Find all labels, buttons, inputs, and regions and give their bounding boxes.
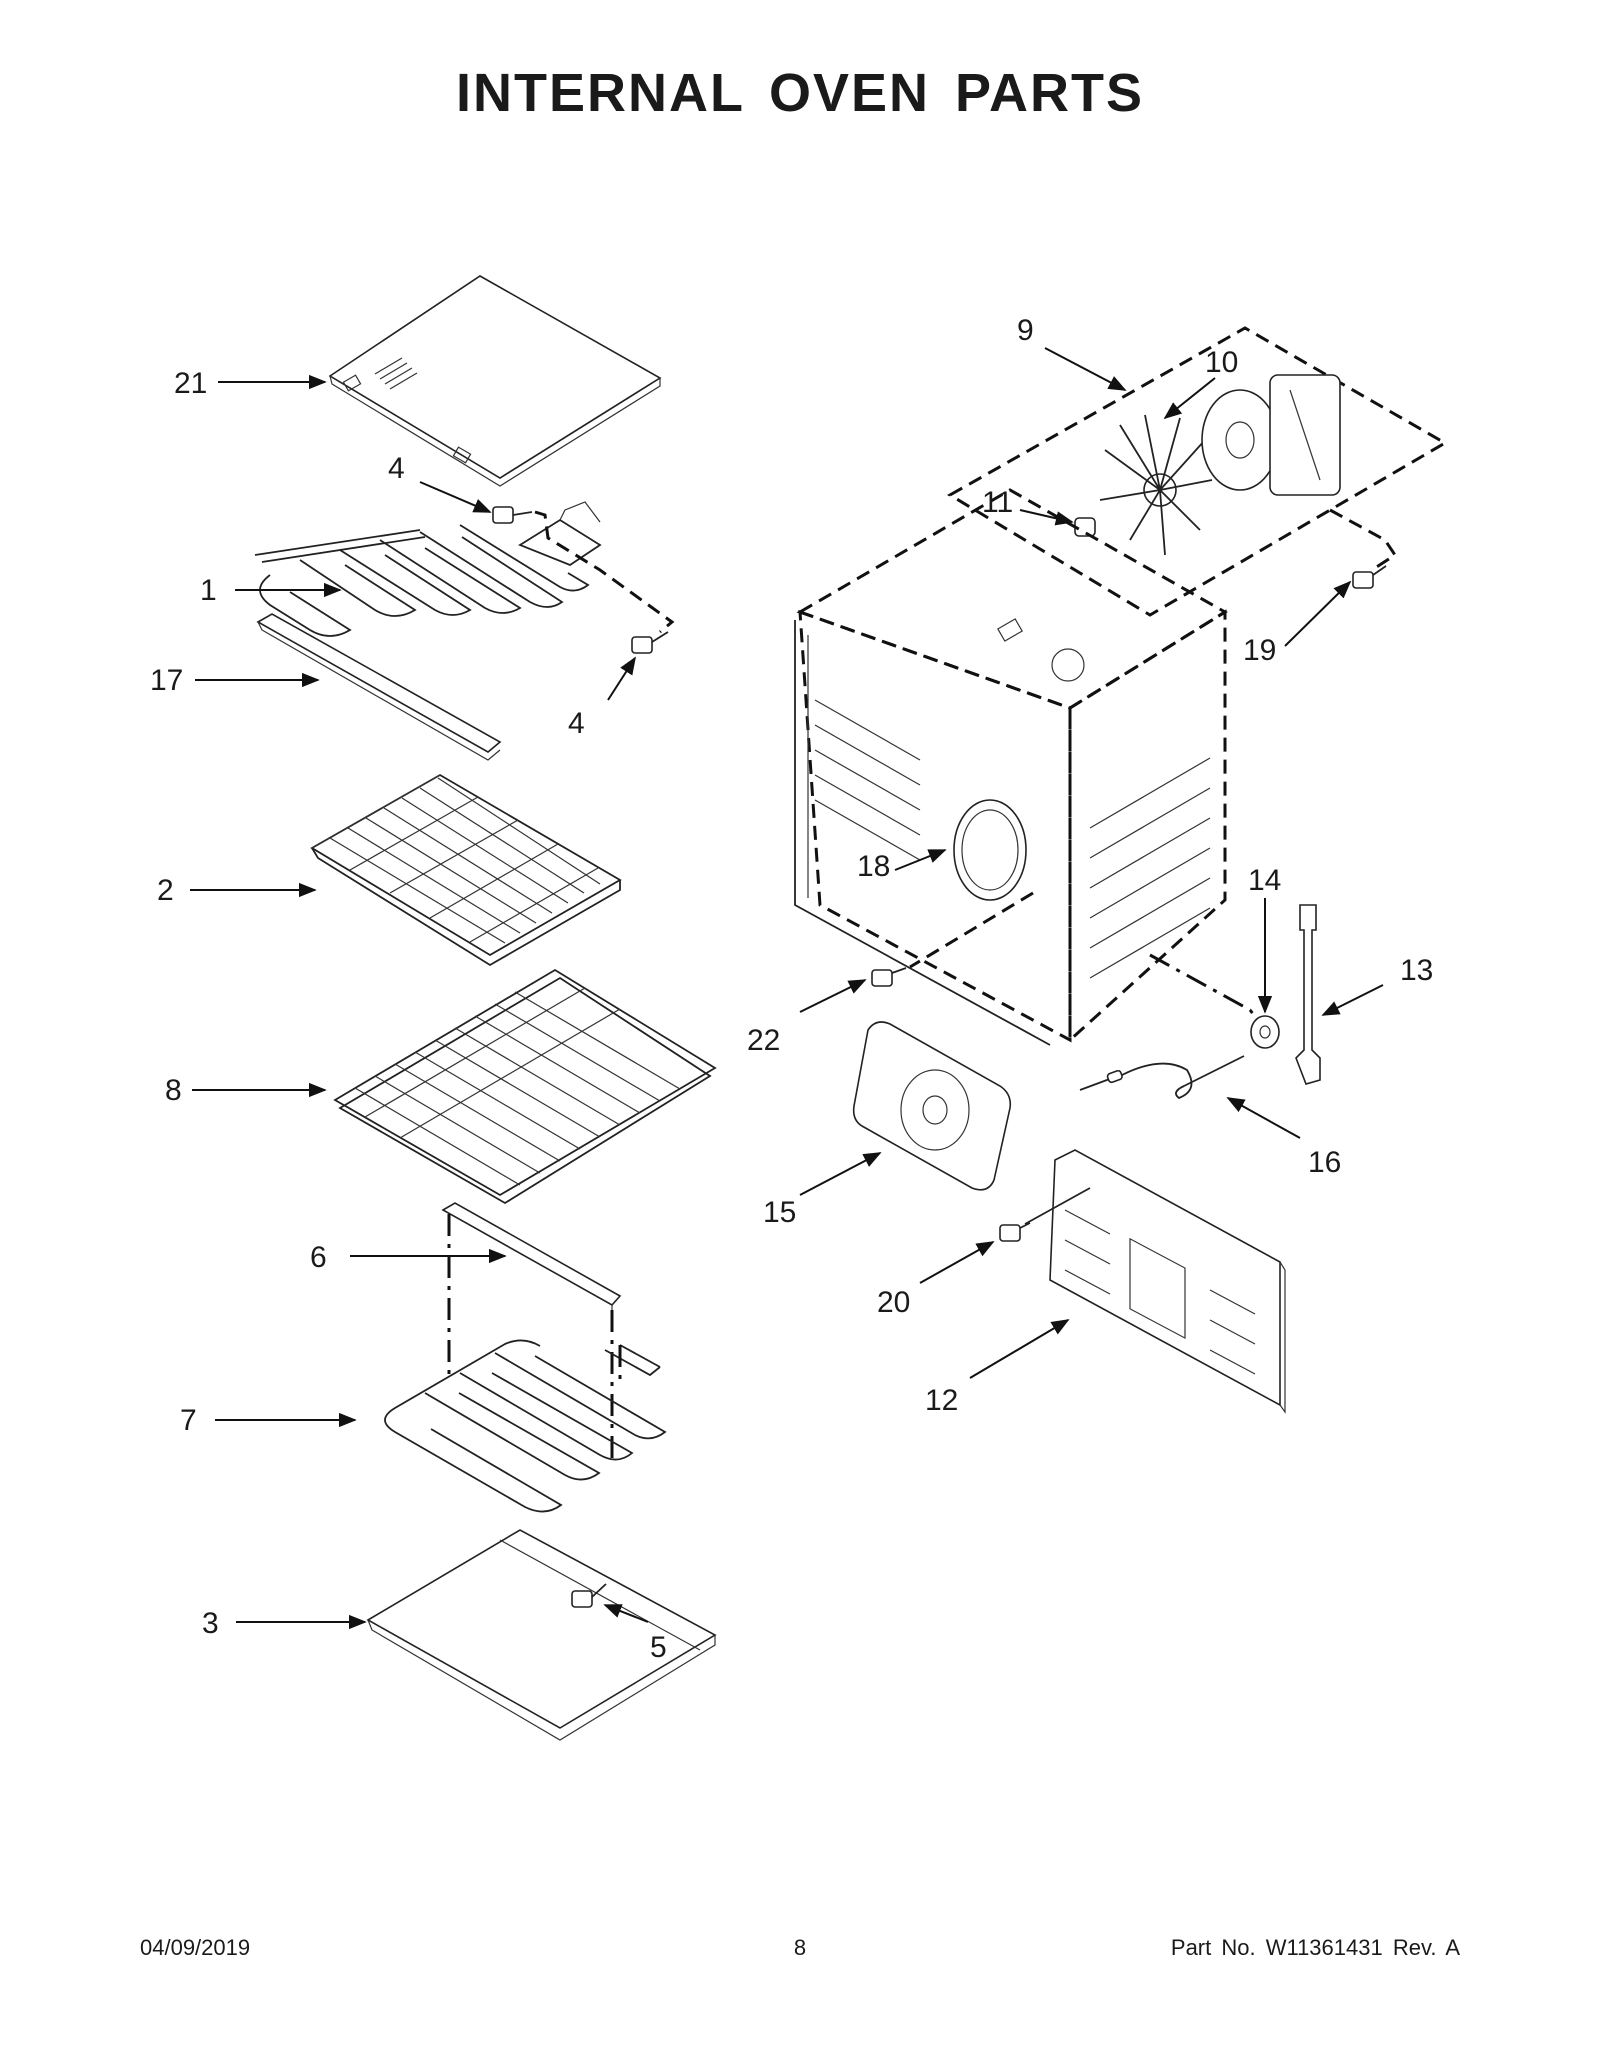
callout-2: 2 (157, 874, 174, 907)
rear-panel-screw-line (1024, 1187, 1091, 1225)
callout-1: 1 (200, 574, 217, 607)
fan-screw-connector (1329, 508, 1398, 570)
callout-12: 12 (925, 1384, 958, 1417)
page-title: INTERNAL OVEN PARTS (455, 63, 1145, 123)
callout-13: 13 (1400, 954, 1433, 987)
part-9-fan-assembly-group (947, 326, 1448, 617)
callout-10: 10 (1205, 346, 1238, 379)
footer-page-number: 8 (793, 1935, 807, 1960)
part-1-broil-element (254, 501, 602, 637)
callout-14: 14 (1248, 864, 1281, 897)
part-8-sliding-rack (333, 968, 717, 1205)
part-16-probe-sensor (1079, 1055, 1245, 1100)
part-3-bottom-panel (366, 1529, 717, 1741)
footer-part-number: Part No. W11361431 Rev. A (1170, 1935, 1460, 1960)
ring-screw-connector (909, 891, 1034, 969)
callout-4-lower: 4 (568, 707, 585, 740)
part-6-bracket (441, 1202, 622, 1315)
part-20-screw (999, 1222, 1031, 1242)
callout-20: 20 (877, 1286, 910, 1319)
part-13-switch (1295, 904, 1321, 1085)
callout-22: 22 (747, 1024, 780, 1057)
callout-5: 5 (650, 1631, 667, 1664)
part-4-screw-lower (631, 631, 669, 654)
callout-11: 11 (982, 486, 1013, 519)
part-7-bake-element (384, 1339, 667, 1513)
part-2-oven-rack (310, 773, 622, 967)
callout-15: 15 (763, 1196, 796, 1229)
part-21-top-panel (328, 275, 662, 487)
part-18-fan-ring (953, 799, 1027, 901)
part-5-screw (571, 1583, 607, 1608)
part-15-convection-cover (852, 1021, 1012, 1191)
callout-3: 3 (202, 1607, 219, 1640)
oven-cavity (794, 488, 1228, 1046)
part-10-fan-blade (1099, 414, 1213, 556)
part-22-screw (871, 967, 907, 987)
element-dashed-connector (534, 510, 675, 634)
part-14-spacer (1250, 1015, 1280, 1049)
part-12-rear-panel (1049, 1149, 1286, 1414)
callout-9: 9 (1017, 314, 1034, 347)
callout-19: 19 (1243, 634, 1276, 667)
part-fan-motor (1201, 374, 1341, 496)
part-19-screw (1352, 565, 1387, 589)
callout-arrows (190, 347, 1384, 1630)
callout-7: 7 (180, 1404, 197, 1437)
callout-18: 18 (857, 850, 890, 883)
callout-21: 21 (174, 367, 207, 400)
footer-date: 04/09/2019 (140, 1935, 251, 1960)
callout-6: 6 (310, 1241, 327, 1274)
part-4-screw-upper (492, 506, 533, 524)
switch-dashdot (1149, 953, 1260, 1021)
callout-17: 17 (150, 664, 183, 697)
part-17-trim-strip (256, 613, 502, 761)
callout-4-upper: 4 (388, 452, 405, 485)
callout-8: 8 (165, 1074, 182, 1107)
callout-16: 16 (1308, 1146, 1341, 1179)
